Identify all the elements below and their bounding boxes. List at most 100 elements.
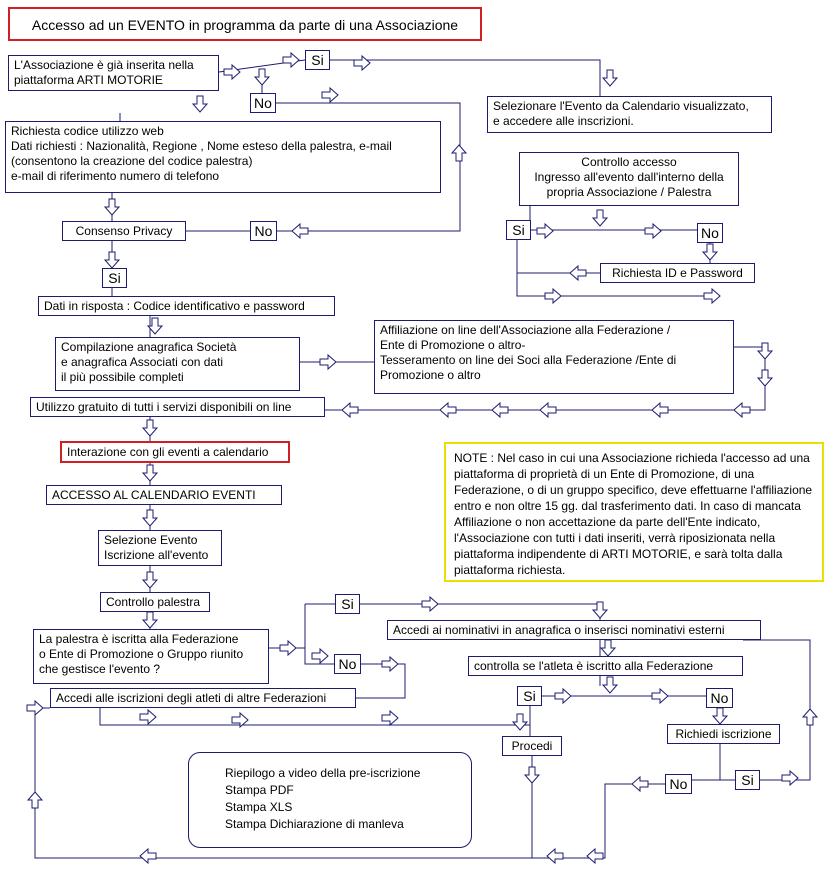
arrow-r-icon (311, 647, 329, 665)
arrow-l-icon (546, 847, 564, 865)
arrow-d-icon (141, 571, 159, 589)
arrow-d-icon (601, 69, 619, 87)
arrow-l-icon (291, 222, 309, 240)
text-line: Controllo accesso (581, 155, 677, 169)
box-gym-check: Controllo palestra (100, 592, 210, 612)
text-line: e-mail di riferimento numero di telefono (11, 169, 220, 183)
arrow-r-icon (26, 699, 44, 717)
label-no-gym: No (334, 654, 361, 674)
arrow-r-icon (282, 51, 300, 69)
text-line: il più possibile completi (61, 370, 184, 384)
text-line: e accedere alle inscrizioni. (493, 114, 634, 128)
arrow-r-icon (231, 711, 249, 729)
text-line: Stampa PDF (225, 783, 294, 797)
text-line: Richiesta codice utilizzo web (11, 124, 164, 138)
connector-line (743, 639, 811, 781)
box-response-data: Dati in risposta : Codice identificativo… (38, 296, 335, 316)
arrow-l-icon (491, 401, 509, 419)
arrow-r-icon (319, 353, 337, 371)
label-yes-gym: Si (335, 594, 360, 614)
arrow-d-icon (103, 251, 121, 269)
box-select-event: Selezionare l'Evento da Calendario visua… (487, 96, 772, 133)
label-no-privacy: No (250, 221, 277, 241)
arrow-r-icon (223, 63, 241, 81)
text-line: Stampa Dichiarazione di manleva (225, 817, 404, 831)
text-line: o Ente di Promozione o Gruppo riunito (39, 647, 244, 661)
text-line: Dati richiesti : Nazionalità, Regione , … (11, 139, 392, 153)
arrow-r-icon (781, 769, 799, 787)
arrow-d-icon (601, 676, 619, 694)
connector-line (304, 604, 334, 665)
arrow-r-icon (279, 639, 297, 657)
arrow-d-icon (253, 68, 271, 86)
arrow-d-icon (523, 766, 541, 784)
arrow-l-icon (651, 401, 669, 419)
text-line: Affiliazione on line dell'Associazione a… (380, 323, 671, 337)
text-line: Ingresso all'evento dall'interno della (534, 170, 724, 184)
box-free-use: Utilizzo gratuito di tutti i servizi dis… (30, 397, 325, 417)
connector-line (99, 708, 531, 736)
arrow-l-icon (139, 847, 157, 865)
text-line: La palestra è iscritta alla Federazione (39, 632, 239, 646)
arrow-r-icon (651, 687, 669, 705)
box-check-athlete: controlla se l'atleta è iscritto alla Fe… (468, 656, 743, 676)
diagram-title: Accesso ad un EVENTO in programma da par… (8, 7, 482, 41)
arrow-l-icon (439, 401, 457, 419)
box-request-enrollment: Richiedi iscrizione (667, 724, 780, 744)
arrow-d-icon (141, 419, 159, 437)
arrow-l-icon (569, 264, 587, 282)
connector-line (692, 744, 721, 781)
text-line: Riepilogo a video della pre-iscrizione (225, 766, 421, 780)
arrow-u-icon (801, 708, 819, 726)
box-privacy: Consenso Privacy (62, 221, 186, 241)
arrow-r-icon (381, 709, 399, 727)
arrow-r-icon (703, 287, 721, 305)
arrow-u-icon (450, 144, 468, 162)
label-yes-athlete: Si (517, 686, 542, 706)
arrow-r-icon (353, 54, 371, 72)
connector-line (516, 240, 720, 297)
label-no-access: No (697, 223, 723, 243)
arrow-d-icon (103, 198, 121, 216)
box-other-federations: Accedi alle iscrizioni degli atleti di a… (50, 688, 356, 708)
text-line: Ente di Promozione o altro- (380, 338, 526, 352)
text-line: Tesseramento on line dei Soci alla Feder… (380, 353, 677, 367)
box-proceed: Procedi (502, 736, 562, 756)
arrow-d-icon (591, 209, 609, 227)
arrow-l-icon (631, 775, 649, 793)
connector-line (276, 102, 461, 232)
arrow-d-icon (701, 243, 719, 261)
arrow-l-icon (539, 401, 557, 419)
arrow-d-icon (756, 342, 774, 360)
text-line: piattaforma ARTI MOTORIE (14, 73, 163, 87)
arrow-d-icon (141, 464, 159, 482)
label-yes-enrollment: Si (735, 770, 760, 790)
arrow-r-icon (381, 655, 399, 673)
box-calendar-access: ACCESSO AL CALENDARIO EVENTI (46, 485, 282, 505)
text-line: (consentono la creazione del codice pale… (11, 154, 253, 168)
text-line: Selezionare l'Evento da Calendario visua… (493, 99, 749, 113)
label-yes-access: Si (506, 220, 531, 240)
arrow-r-icon (321, 86, 339, 104)
box-request-id: Richiesta ID e Password (600, 263, 755, 283)
connector-line (356, 663, 406, 699)
box-access-names: Accedi ai nominativi in anagrafica o ins… (387, 620, 761, 640)
arrow-l-icon (341, 401, 359, 419)
arrow-d-icon (711, 707, 729, 725)
label-yes-registered: Si (305, 50, 330, 70)
arrow-r-icon (421, 595, 439, 613)
arrow-d-icon (756, 369, 774, 387)
arrow-l-icon (733, 401, 751, 419)
label-yes-privacy: Si (102, 268, 127, 288)
arrow-r-icon (554, 687, 572, 705)
box-interaction: Interazione con gli eventi a calendario (60, 441, 290, 463)
text-line: che gestisce l'evento ? (39, 662, 161, 676)
